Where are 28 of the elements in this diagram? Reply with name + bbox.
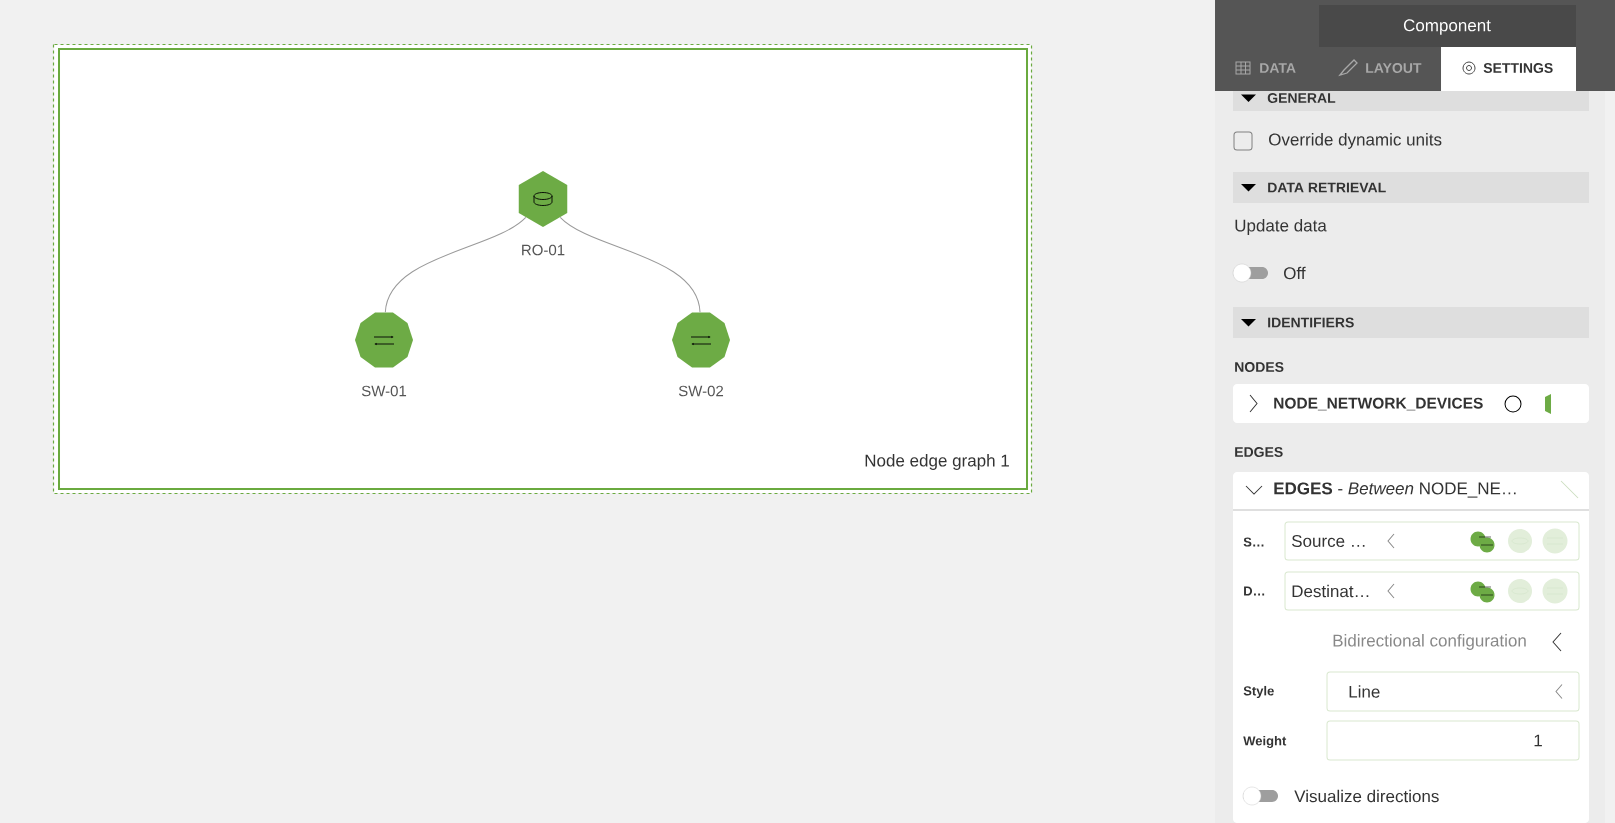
settings-tab: SETTINGS	[1441, 47, 1576, 91]
section-header: DATA RETRIEVAL	[1233, 172, 1589, 203]
collapsible-row: Bidirectional configuration	[1333, 632, 1562, 652]
panel-title: Component	[1319, 5, 1576, 47]
connector-line	[384, 216, 527, 313]
node-label: SW-01	[361, 385, 407, 397]
group-heading: NODES	[1235, 362, 1284, 372]
toggle-label: Visualize directions	[1294, 789, 1439, 803]
data-tab: DATA	[1235, 61, 1296, 75]
row-label: Style	[1243, 685, 1274, 699]
row-label: S…	[1243, 537, 1264, 547]
row-label: Weight	[1243, 735, 1287, 749]
field-label: Update data	[1235, 219, 1327, 235]
input-field: 1	[1326, 720, 1580, 761]
connector-line	[559, 216, 701, 313]
row-label: D…	[1244, 586, 1265, 596]
graph-title: Node edge graph 1	[865, 454, 1009, 470]
node-label: SW-02	[678, 385, 724, 397]
network-node: RO-01	[518, 171, 568, 256]
network-node: SW-02	[672, 312, 730, 397]
group-heading: EDGES	[1235, 447, 1283, 457]
node-set-row: NODE_NETWORK_DEVICES	[1233, 384, 1589, 423]
dropdown-field: Line	[1326, 671, 1580, 712]
section-header: IDENTIFIERS	[1233, 307, 1589, 338]
network-node: SW-01	[355, 312, 413, 397]
checkbox-label: Override dynamic units	[1269, 133, 1442, 149]
toggle-label: Off	[1284, 266, 1306, 280]
node-label: RO-01	[522, 244, 565, 256]
